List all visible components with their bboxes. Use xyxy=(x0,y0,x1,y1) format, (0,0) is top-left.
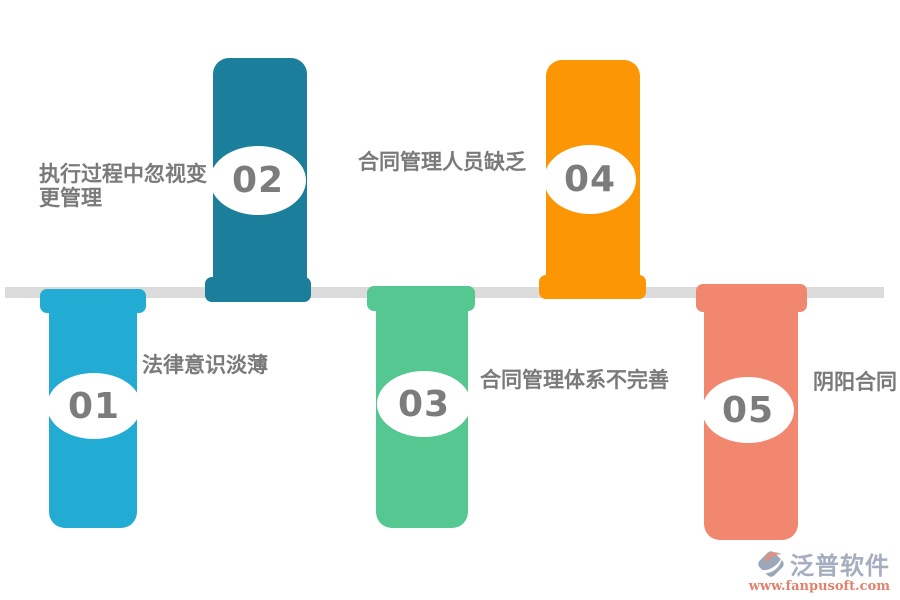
pillar-05-cap xyxy=(696,284,807,312)
pillar-02-number-badge: 02 xyxy=(210,146,306,215)
pillar-01-number-badge: 01 xyxy=(47,373,141,439)
pillar-04-number: 04 xyxy=(563,159,617,200)
pillar-02-number: 02 xyxy=(231,160,285,201)
brand-watermark: 泛普软件 www.fanpusoft.com xyxy=(740,546,890,594)
pillar-03-label: 合同管理体系不完善 xyxy=(480,368,669,392)
brand-url: www.fanpusoft.com xyxy=(748,579,890,594)
pillar-01-label: 法律意识淡薄 xyxy=(142,353,268,377)
fanpu-logo-icon xyxy=(754,547,788,581)
pillar-04-cap xyxy=(539,275,646,299)
pillar-01-number: 01 xyxy=(67,385,121,427)
pillar-03-number-badge: 03 xyxy=(377,371,471,437)
pillar-05-number-badge: 05 xyxy=(702,377,794,443)
pillar-04-number-badge: 04 xyxy=(544,145,636,214)
pillar-02-cap xyxy=(205,277,311,302)
pillar-01-cap xyxy=(40,289,146,313)
pillar-05-number: 05 xyxy=(721,389,775,431)
pillar-05-label: 阴阳合同 xyxy=(813,370,897,394)
pillar-04-label: 合同管理人员缺乏 xyxy=(358,150,526,174)
pillar-03-cap xyxy=(367,286,475,311)
brand-name: 泛普软件 xyxy=(790,552,890,580)
pillar-03-number: 03 xyxy=(397,383,451,425)
pillar-02-label: 执行过程中忽视变更管理 xyxy=(39,162,207,210)
